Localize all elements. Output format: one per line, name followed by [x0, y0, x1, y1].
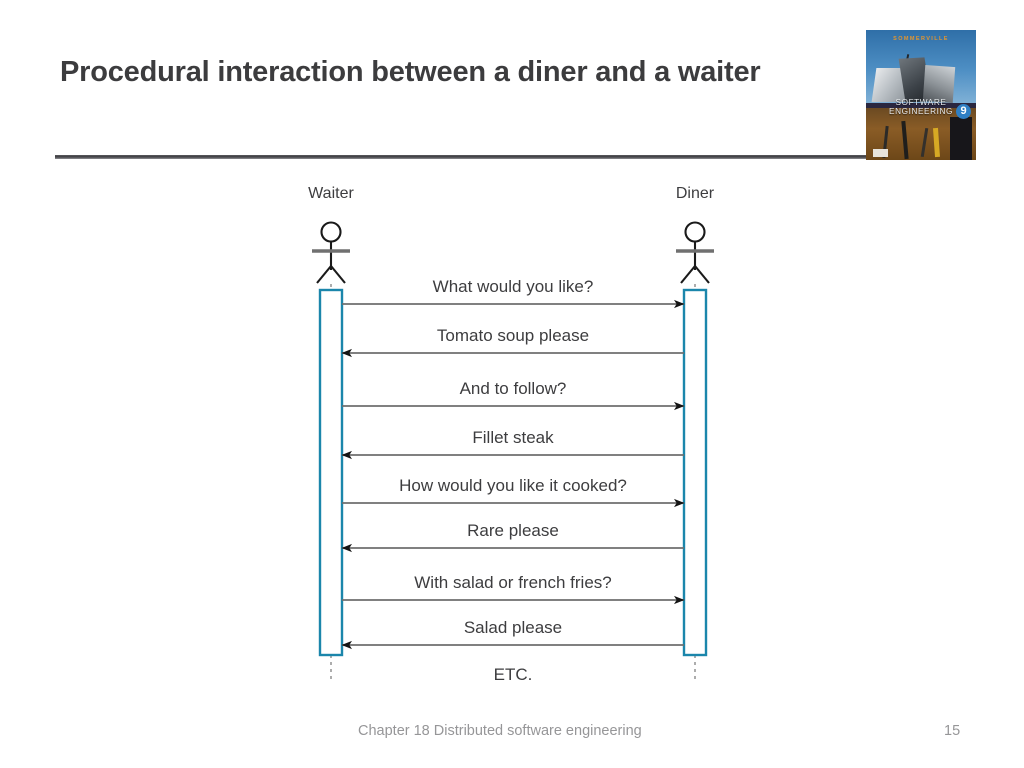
message-3: And to follow? — [342, 379, 685, 411]
message-label-8: Salad please — [464, 618, 562, 637]
title-divider — [55, 155, 975, 159]
continuation-label: ETC. — [494, 665, 533, 684]
actor-leg-right-waiter — [330, 265, 346, 284]
lifeline-label-waiter: Waiter — [308, 185, 354, 202]
book-cover-shadow — [949, 117, 972, 160]
book-cover-rig-3 — [920, 127, 929, 157]
lifeline-waiter: Waiter — [308, 185, 354, 679]
footer-page-number: 15 — [944, 723, 961, 739]
book-cover-crate — [872, 148, 888, 157]
book-cover-rig-2 — [901, 120, 910, 160]
message-2: Tomato soup please — [341, 326, 684, 358]
book-cover-edition-badge: 9 — [956, 104, 971, 120]
message-4: Fillet steak — [341, 428, 684, 460]
message-7: With salad or french fries? — [342, 573, 685, 605]
activation-bar-diner — [682, 288, 708, 657]
message-label-6: Rare please — [467, 521, 559, 540]
message-label-2: Tomato soup please — [437, 326, 589, 345]
message-label-3: And to follow? — [460, 379, 567, 398]
book-cover-author: SOMMERVILLE — [893, 36, 949, 42]
page-title: Procedural interaction between a diner a… — [60, 56, 761, 88]
message-label-7: With salad or french fries? — [414, 573, 611, 592]
book-cover-crane — [933, 127, 941, 158]
book-cover-image: SOMMERVILLE SOFTWARE ENGINEERING 9 — [866, 30, 976, 160]
actor-head-waiter — [320, 221, 342, 243]
lifeline-label-diner: Diner — [676, 185, 715, 202]
actor-leg-left-diner — [680, 265, 696, 284]
actor-leg-left-waiter — [316, 265, 332, 284]
book-cover-building — [871, 54, 970, 104]
actor-head-diner — [684, 221, 706, 243]
message-1: What would you like? — [342, 277, 685, 309]
lifeline-diner: Diner — [676, 185, 715, 679]
actor-leg-right-diner — [694, 265, 710, 284]
message-label-4: Fillet steak — [472, 428, 554, 447]
activation-bar-waiter — [318, 288, 344, 657]
message-label-5: How would you like it cooked? — [399, 476, 627, 495]
footer-chapter-note: Chapter 18 Distributed software engineer… — [358, 723, 642, 739]
message-6: Rare please — [341, 521, 684, 553]
message-8: Salad please — [341, 618, 684, 650]
book-cover-title: SOFTWARE ENGINEERING — [889, 97, 953, 116]
message-label-1: What would you like? — [433, 277, 594, 296]
message-5: How would you like it cooked? — [342, 476, 685, 508]
